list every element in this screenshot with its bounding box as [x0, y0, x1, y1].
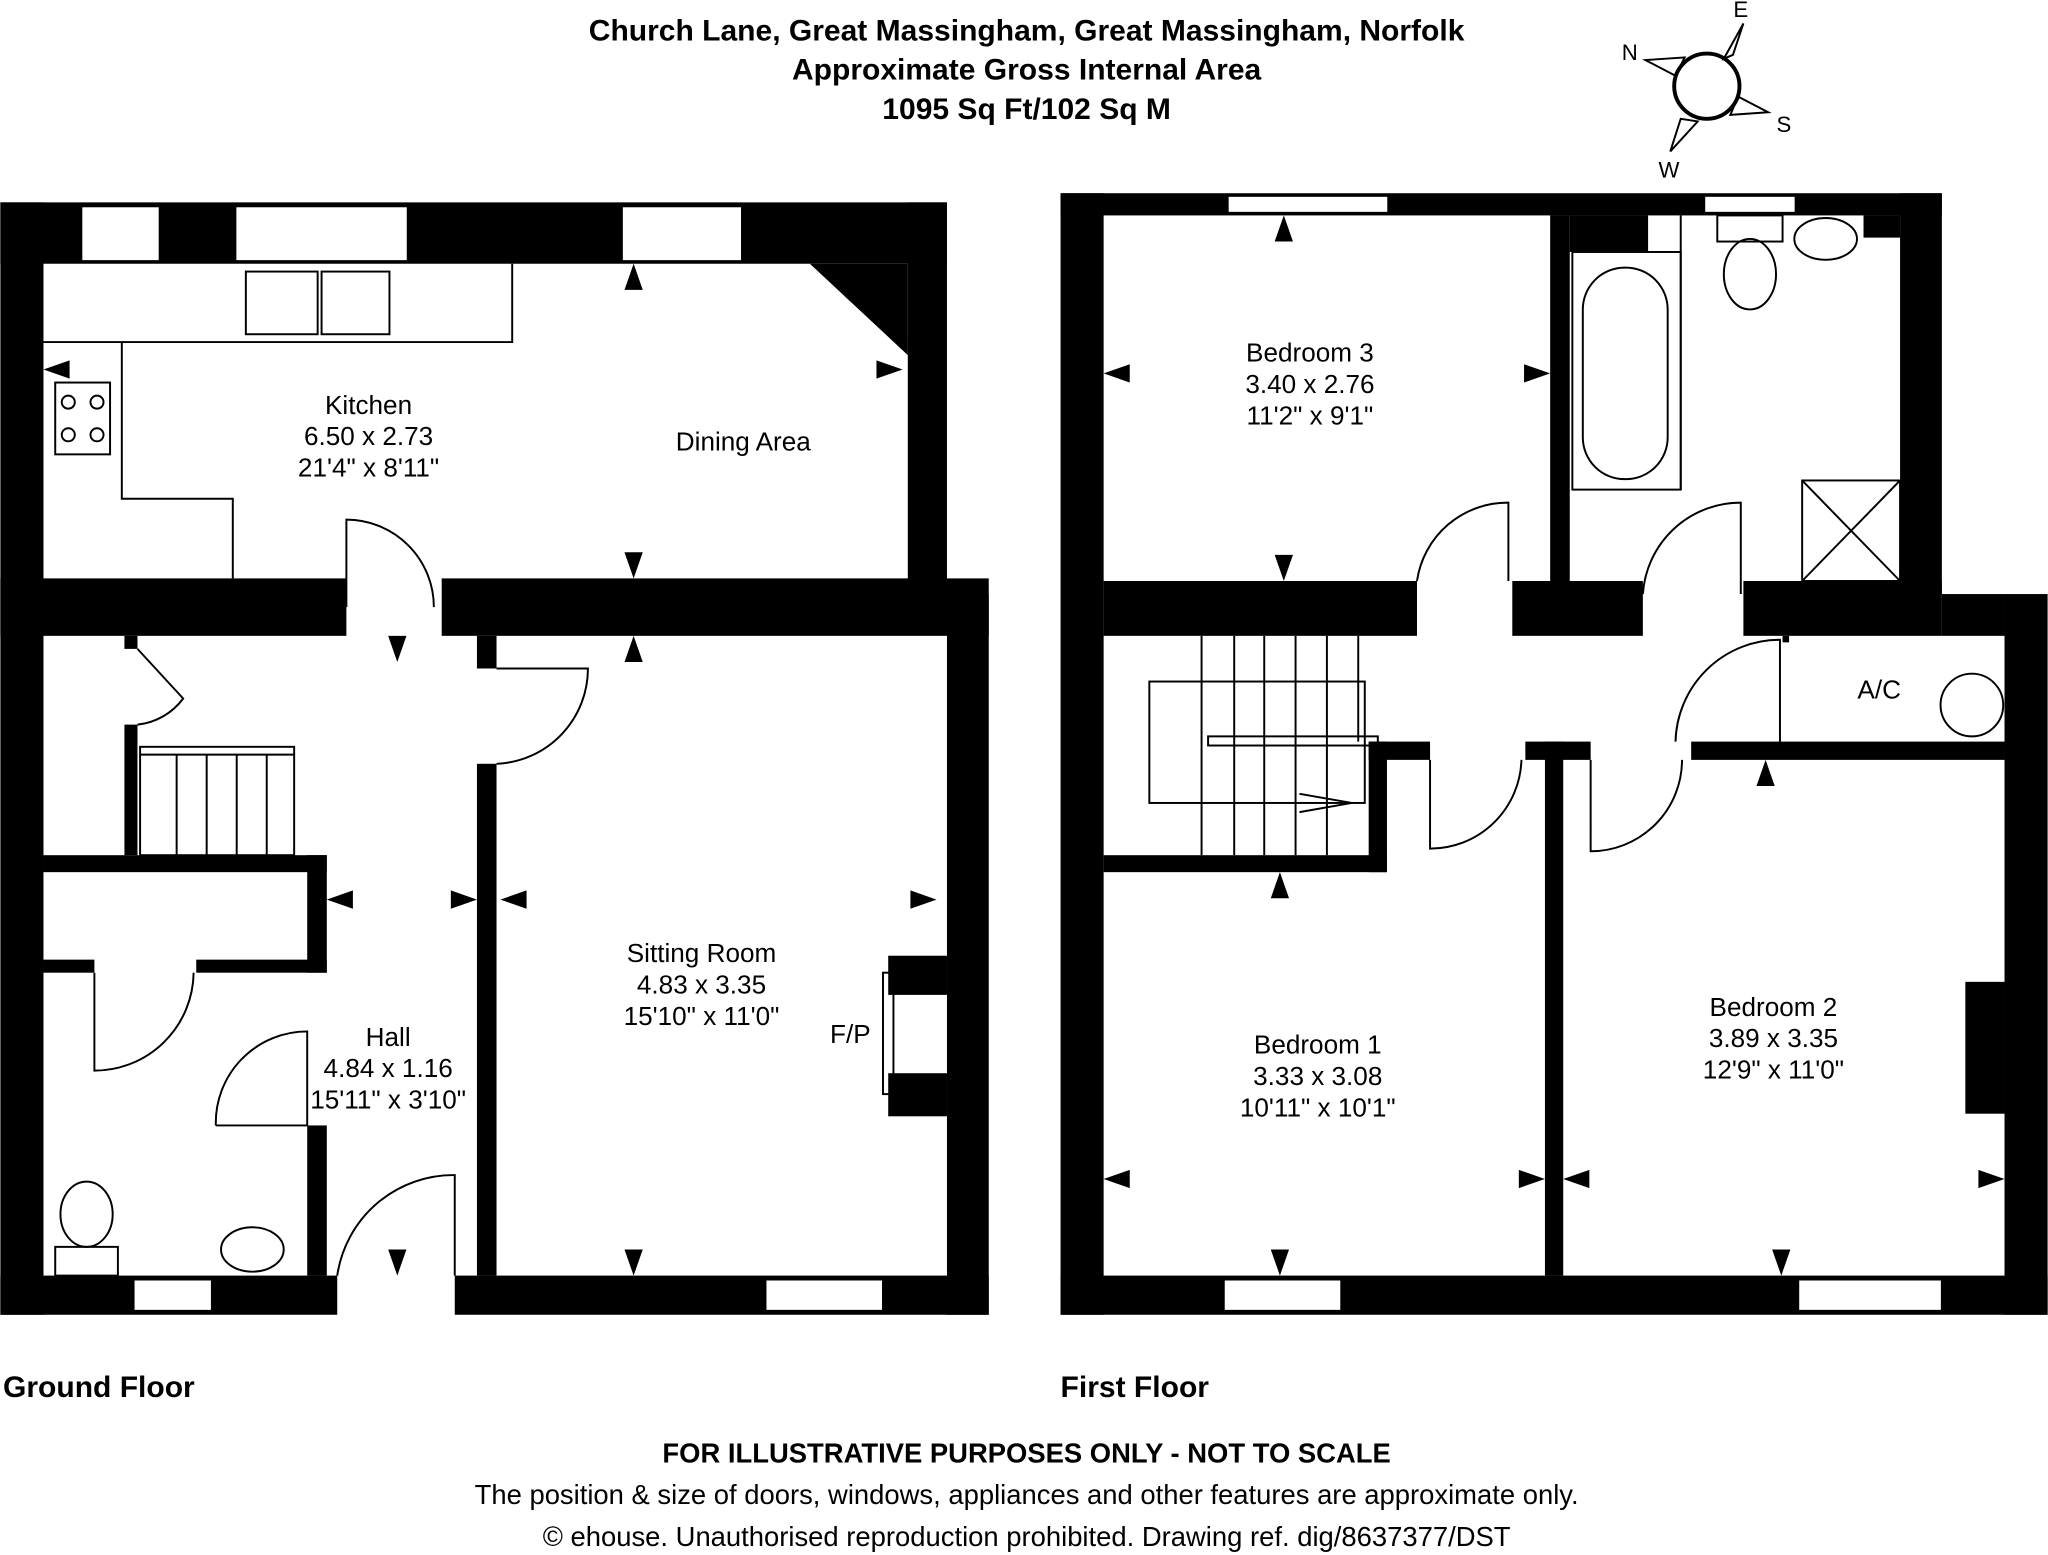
bedroom-1-metric: 3.33 x 3.08: [1253, 1061, 1382, 1091]
bedroom-2-name: Bedroom 2: [1710, 992, 1838, 1022]
sitting-room-metric: 4.83 x 3.35: [637, 970, 766, 1000]
dining-area-name: Dining Area: [676, 426, 811, 456]
bedroom-2-imperial: 12'9" x 11'0": [1703, 1054, 1844, 1084]
first-floor-label: First Floor: [1061, 1371, 1210, 1404]
first-floor-plan: Bedroom 3 3.40 x 2.76 11'2" x 9'1" Bedro…: [1060, 193, 2048, 1404]
bedroom-1-name: Bedroom 1: [1254, 1030, 1382, 1060]
bedroom-2-metric: 3.89 x 3.35: [1709, 1023, 1838, 1053]
bedroom-3-metric: 3.40 x 2.76: [1245, 369, 1374, 399]
hall-name: Hall: [366, 1022, 411, 1052]
compass-s: S: [1776, 112, 1791, 137]
sitting-room-imperial: 15'10" x 11'0": [624, 1001, 780, 1031]
kitchen-metric: 6.50 x 2.73: [304, 421, 433, 451]
bedroom-3-imperial: 11'2" x 9'1": [1247, 400, 1374, 430]
ac-label: A/C: [1857, 675, 1901, 705]
sitting-room-name: Sitting Room: [627, 938, 776, 968]
kitchen-imperial: 21'4" x 8'11": [298, 453, 439, 483]
fireplace-label: F/P: [830, 1019, 871, 1049]
compass-w: W: [1659, 158, 1680, 183]
hall-metric: 4.84 x 1.16: [324, 1053, 453, 1083]
ground-floor-label: Ground Floor: [3, 1371, 195, 1404]
compass-n: N: [1622, 40, 1638, 65]
copyright: © ehouse. Unauthorised reproduction proh…: [543, 1521, 1511, 1552]
compass-e: E: [1733, 0, 1748, 22]
area-value: 1095 Sq Ft/102 Sq M: [882, 93, 1171, 126]
address-title: Church Lane, Great Massingham, Great Mas…: [589, 14, 1465, 47]
ground-floor-plan: Kitchen 6.50 x 2.73 21'4" x 8'11" Dining…: [0, 202, 989, 1404]
hall-imperial: 15'11" x 3'10": [310, 1084, 466, 1114]
disclaimer: FOR ILLUSTRATIVE PURPOSES ONLY - NOT TO …: [662, 1437, 1390, 1468]
kitchen-name: Kitchen: [325, 390, 412, 420]
bedroom-1-imperial: 10'11" x 10'1": [1240, 1092, 1396, 1122]
approximate-note: The position & size of doors, windows, a…: [475, 1479, 1579, 1510]
bedroom-3-name: Bedroom 3: [1246, 338, 1374, 368]
area-subtitle: Approximate Gross Internal Area: [792, 54, 1262, 87]
compass-icon: E N S W: [1622, 0, 1791, 183]
